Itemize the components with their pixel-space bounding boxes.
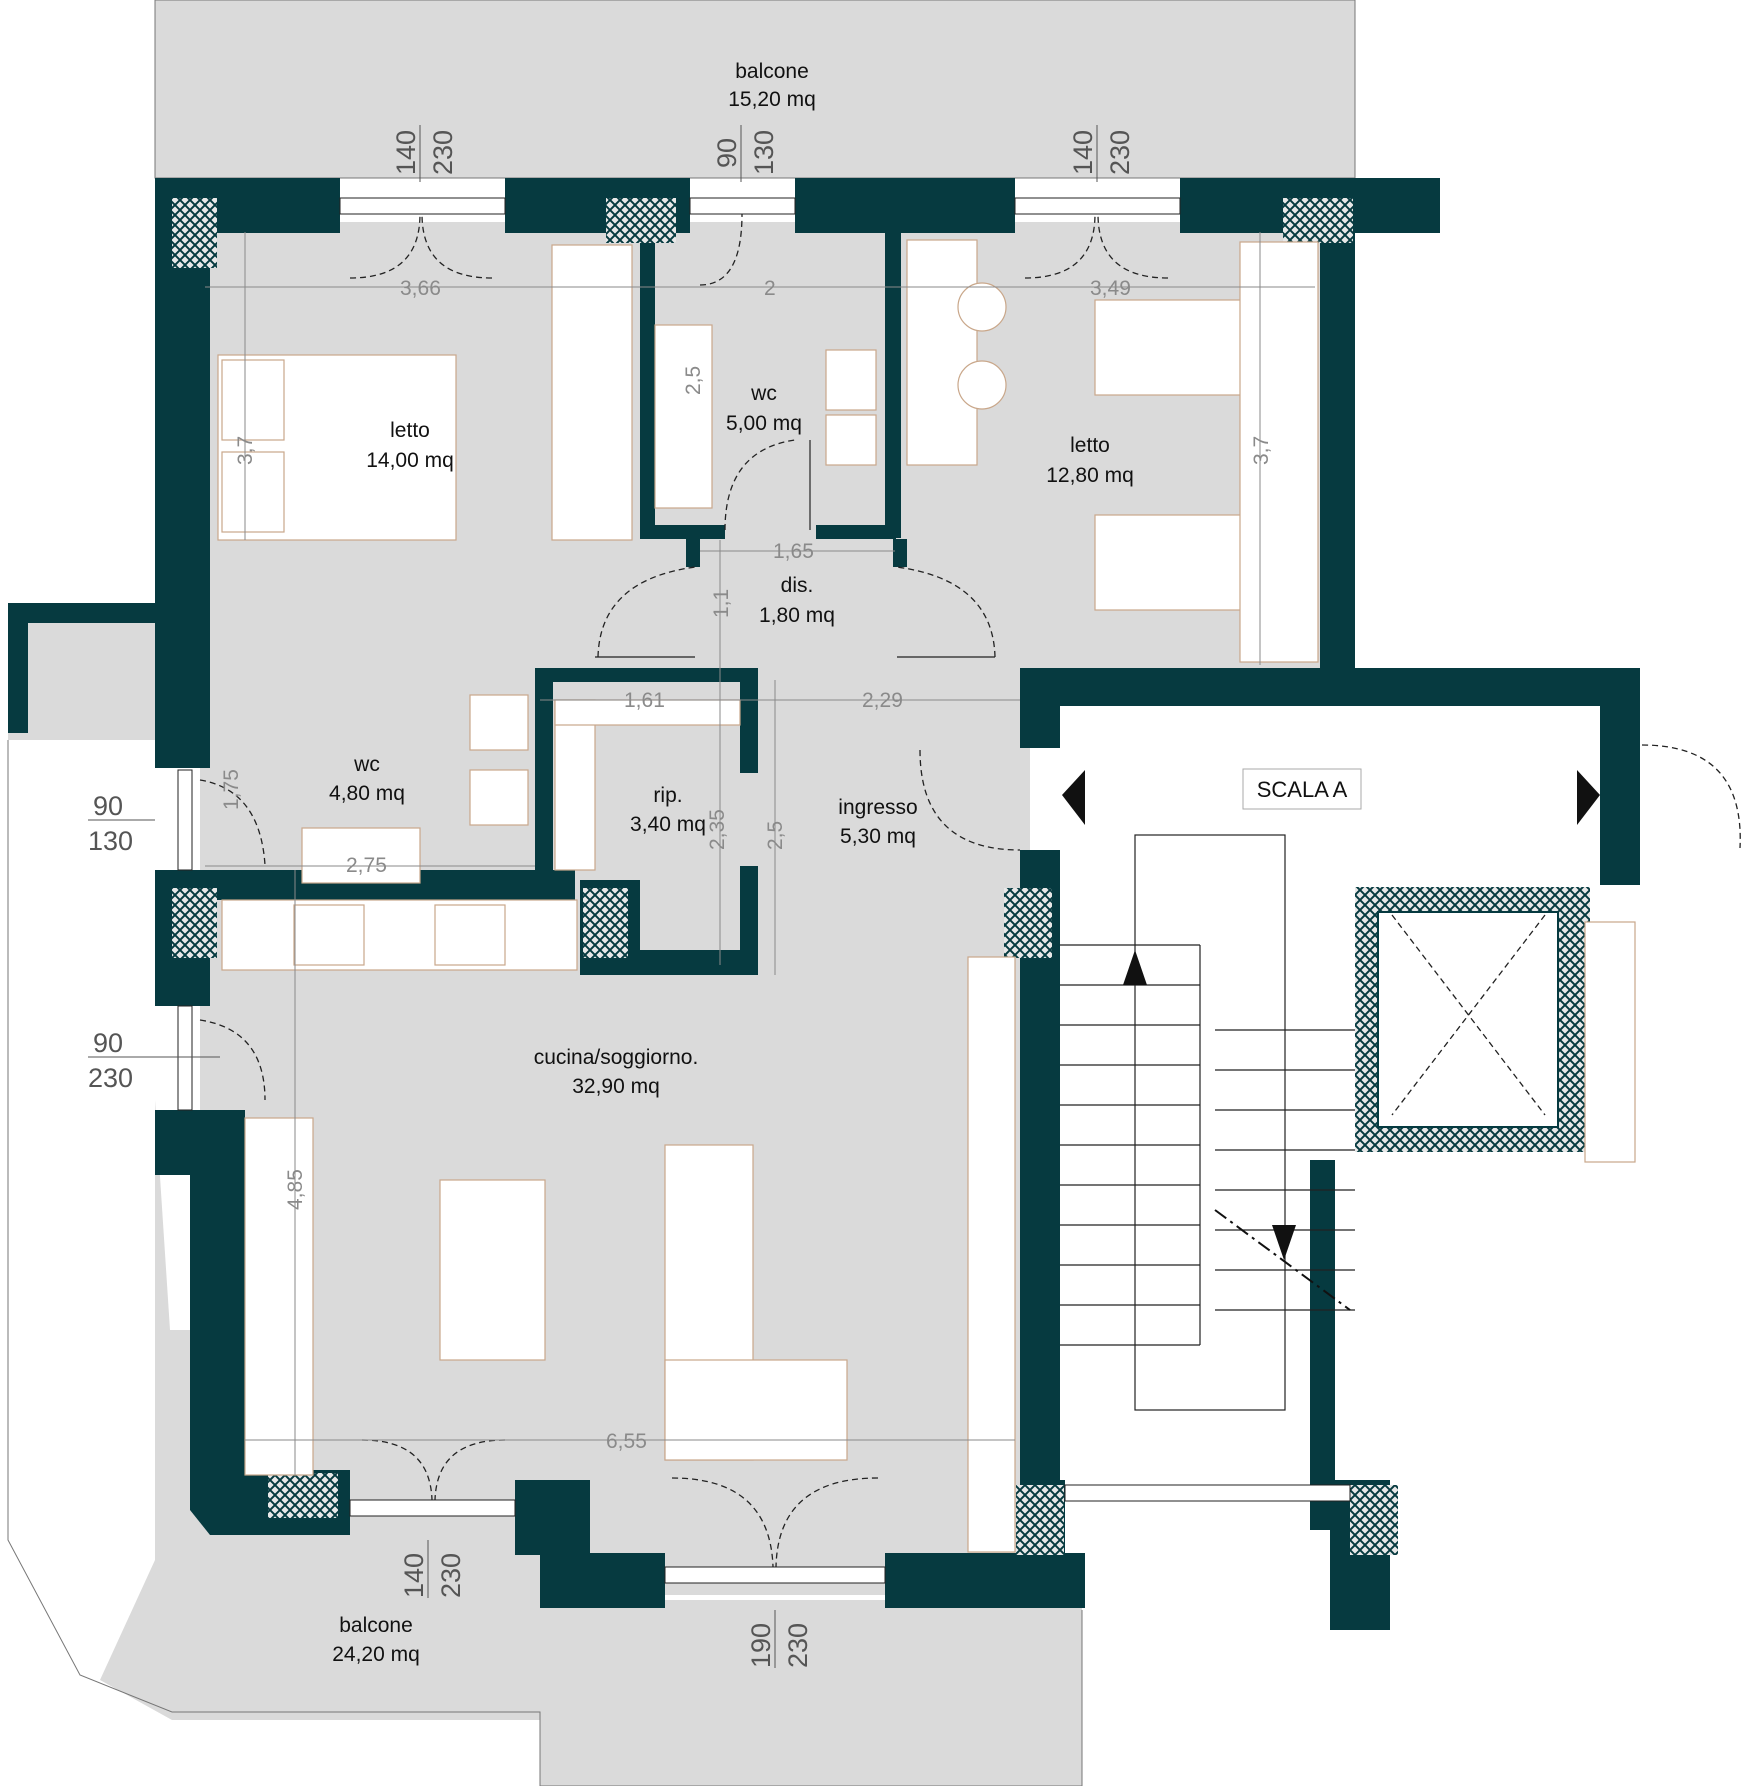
furniture [217,239,1636,1553]
dimension-lines [205,232,1315,1475]
room-area-dis: 1,80 mq [759,604,835,627]
room-area-wc-2: 4,80 mq [329,782,405,805]
opening-6-width: 140 [399,1553,429,1598]
dim-3-7-left: 3,7 [234,436,257,465]
dim-2-35: 2,35 [706,809,729,850]
opening-6-height: 230 [436,1553,466,1598]
opening-4-width: 90 [93,791,123,821]
room-area-balcone-top: 15,20 mq [728,88,816,111]
balcony-top-area [154,0,1356,179]
room-name-letto-2: letto [1070,434,1110,457]
opening-3-width: 140 [1068,130,1098,175]
opening-7-height: 230 [783,1623,813,1668]
room-name-ingresso: ingresso [838,796,917,819]
dim-1-61: 1,61 [624,689,665,712]
room-name-balcone-bottom: balcone [339,1614,413,1637]
room-name-letto-1: letto [390,419,430,442]
room-area-ingresso: 5,30 mq [840,825,916,848]
dim-3-66: 3,66 [400,277,441,300]
dim-1-1: 1,1 [710,589,733,618]
dim-2-29: 2,29 [862,689,903,712]
windows [177,197,1351,1584]
walls [8,178,1640,1630]
opening-1-width: 140 [391,130,421,175]
room-area-wc-1: 5,00 mq [726,412,802,435]
dim-1-65: 1,65 [773,540,814,563]
room-name-wc-2: wc [353,753,380,776]
opening-5-width: 90 [93,1028,123,1058]
dim-3-7-right: 3,7 [1250,436,1273,465]
dim-2: 2 [764,277,776,300]
opening-labels: 140 230 90 130 140 230 90 130 90 230 140… [88,125,1135,1668]
dim-2-5-wc: 2,5 [682,366,705,395]
room-name-cucina: cucina/soggiorno. [534,1046,699,1069]
room-area-letto-1: 14,00 mq [366,449,454,472]
room-name-rip: rip. [653,784,682,807]
scala-a-label: SCALA A [1257,777,1348,802]
dim-3-49: 3,49 [1090,277,1131,300]
room-area-cucina: 32,90 mq [572,1075,660,1098]
dim-2-75: 2,75 [346,854,387,877]
opening-1-height: 230 [428,130,458,175]
doors [199,213,1741,1568]
staircase [1060,770,1600,1411]
dimension-labels: 3,66 2 3,49 2,5 3,7 3,7 1,65 1,1 1,61 2,… [220,277,1273,1453]
room-name-dis: dis. [781,574,814,597]
opening-2-width: 90 [712,138,742,168]
opening-5-height: 230 [88,1063,133,1093]
room-name-balcone-top: balcone [735,60,809,83]
dim-2-5-ingresso: 2,5 [764,821,787,850]
dim-6-55: 6,55 [606,1430,647,1453]
opening-7-width: 190 [746,1623,776,1668]
opening-4-height: 130 [88,826,133,856]
room-area-rip: 3,40 mq [630,813,706,836]
room-name-wc-1: wc [750,382,777,405]
opening-3-height: 230 [1105,130,1135,175]
opening-2-height: 130 [749,130,779,175]
dim-1-75: 1,75 [220,769,243,810]
elevator-shaft [1391,914,1546,1116]
stair-label: SCALA A [1242,768,1362,810]
room-labels: balcone 15,20 mq letto 14,00 mq wc 5,00 … [329,60,1134,1666]
room-area-balcone-bottom: 24,20 mq [332,1643,420,1666]
dim-4-85: 4,85 [284,1169,307,1210]
room-area-letto-2: 12,80 mq [1046,464,1134,487]
